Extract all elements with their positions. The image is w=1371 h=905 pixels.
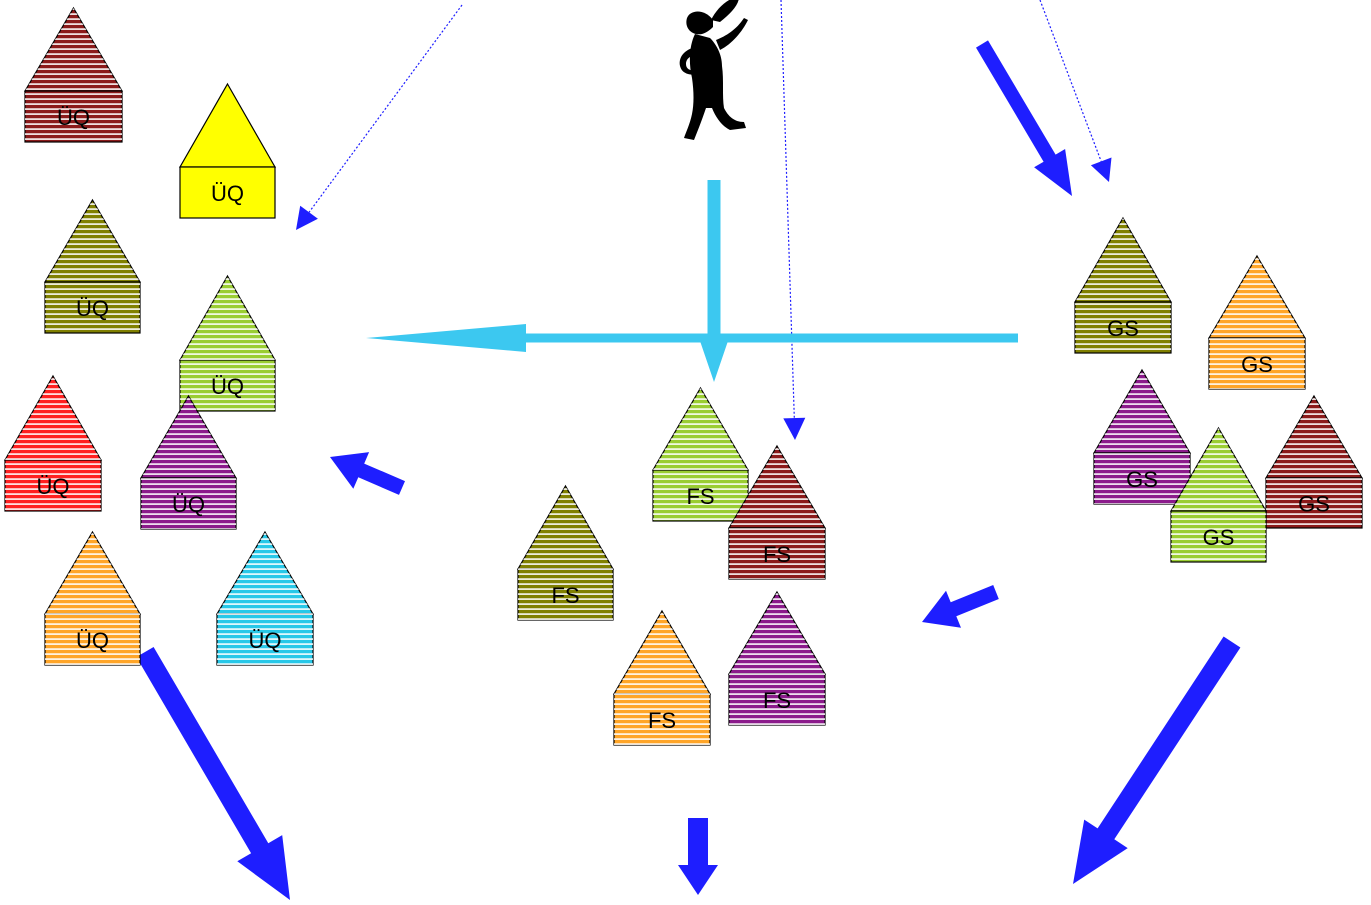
gs-house-2: GS: [1207, 254, 1307, 390]
dotted-arrow-to-fs: [780, 0, 806, 440]
house-roof-stripes: [653, 388, 748, 470]
uq-house-7: ÜQ: [43, 530, 142, 666]
house-label: ÜQ: [172, 492, 205, 517]
house-body-stripes: [518, 569, 613, 620]
house-body-stripes: [217, 614, 313, 665]
house-roof-stripes: [1209, 256, 1305, 338]
house-label: ÜQ: [37, 474, 70, 499]
house-label: FS: [551, 583, 579, 608]
gs-house-1: GS: [1073, 216, 1173, 354]
cyan-arrow-down: [699, 180, 729, 382]
house-roof-stripes: [1094, 370, 1190, 453]
house-label: FS: [686, 484, 714, 509]
house-body-stripes: [180, 360, 275, 411]
house-body-stripes: [45, 614, 140, 665]
blue-arrow-to-uq: [330, 452, 405, 495]
house-body-stripes: [1094, 453, 1190, 504]
house-roof-stripes: [729, 446, 825, 528]
house-body-stripes: [729, 528, 825, 579]
house-roof-stripes: [180, 276, 275, 360]
house-label: FS: [648, 708, 676, 733]
uq-house-1: ÜQ: [23, 6, 124, 143]
blue-arrow-bottom-right: [1073, 636, 1241, 884]
house-roof-stripes: [1075, 218, 1171, 302]
fs-house-2: FS: [727, 444, 827, 580]
house-label: ÜQ: [211, 181, 244, 206]
blue-arrow-to-gs: [976, 40, 1072, 197]
house-body-stripes: [729, 674, 825, 725]
house-body-stripes: [1171, 511, 1266, 562]
house-body-stripes: [614, 694, 710, 745]
house-body-stripes: [1209, 338, 1305, 389]
blue-arrow-to-fs: [922, 585, 999, 628]
house-label: GS: [1298, 492, 1330, 517]
house-body-stripes: [45, 282, 140, 333]
houses-layer: ÜQ ÜQ ÜQ ÜQ ÜQ ÜQ ÜQ ÜQ FS FS FS FS FS GS GS GS GS GS: [3, 6, 1364, 746]
house-roof-stripes: [518, 486, 613, 569]
uq-house-6: ÜQ: [139, 394, 238, 530]
blue-arrow-bottom-center: [678, 818, 718, 895]
house-label: ÜQ: [57, 105, 90, 130]
house-roof-stripes: [25, 8, 122, 91]
house-label: FS: [763, 542, 791, 567]
house-roof-stripes: [141, 396, 236, 478]
fs-house-5: FS: [727, 590, 827, 726]
house-label: FS: [763, 688, 791, 713]
fs-house-3: FS: [516, 484, 615, 621]
house-body: [179, 166, 276, 219]
house-body-stripes: [5, 460, 101, 511]
house-body-stripes: [1075, 302, 1171, 353]
house-roof-stripes: [45, 200, 140, 282]
house-body-stripes: [141, 478, 236, 529]
house-label: ÜQ: [249, 628, 282, 653]
dotted-arrow-to-gs: [1039, 0, 1112, 182]
house-label: GS: [1126, 467, 1158, 492]
blue-arrow-bottom-left: [136, 647, 290, 900]
gs-house-5: GS: [1169, 426, 1268, 563]
fs-house-4: FS: [612, 609, 712, 746]
house-body-stripes: [1266, 478, 1362, 528]
house-roof-stripes: [5, 376, 101, 460]
uq-house-8: ÜQ: [215, 530, 315, 666]
house-roof-stripes: [1171, 428, 1266, 511]
dotted-arrow-to-uq: [296, 4, 463, 230]
house-label: ÜQ: [76, 628, 109, 653]
uq-house-3: ÜQ: [43, 198, 142, 334]
house-roof-stripes: [1266, 396, 1362, 478]
gs-house-4: GS: [1264, 394, 1364, 529]
house-roof-stripes: [729, 592, 825, 674]
house-roof: [178, 82, 277, 168]
house-label: GS: [1203, 525, 1235, 550]
fs-house-1: FS: [651, 386, 750, 522]
house-label: GS: [1241, 352, 1273, 377]
uq-house-4: ÜQ: [178, 274, 277, 412]
house-body-stripes: [25, 91, 122, 142]
uq-house-5: ÜQ: [3, 374, 103, 512]
house-roof-stripes: [614, 611, 710, 694]
cyan-arrow-left: [366, 324, 1018, 352]
house-label: GS: [1107, 316, 1139, 341]
gs-house-3: GS: [1092, 368, 1192, 505]
house-label: ÜQ: [76, 296, 109, 321]
uq-house-2: ÜQ: [178, 82, 277, 219]
house-label: ÜQ: [211, 374, 244, 399]
house-roof-stripes: [217, 532, 313, 614]
house-body-stripes: [653, 470, 748, 521]
person-figure-icon: [679, 0, 748, 140]
house-roof-stripes: [45, 532, 140, 614]
arrows-layer: [136, 0, 1241, 900]
